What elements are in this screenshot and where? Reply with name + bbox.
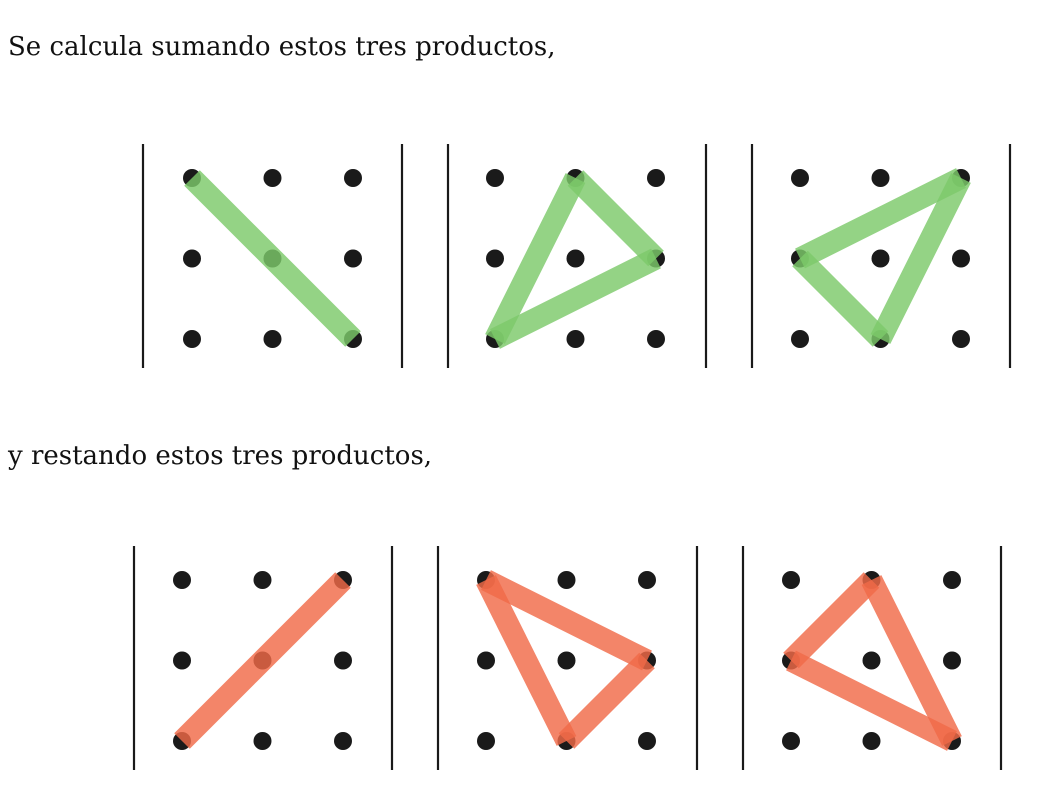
matrix-entry-dot — [344, 169, 362, 187]
intro-text-subtract: y restando estos tres productos, — [8, 441, 433, 471]
product-diagonal-band — [792, 250, 889, 347]
matrix-entry-dot — [486, 249, 504, 268]
matrix-entry-dot — [334, 732, 352, 750]
figure-sum-products — [0, 136, 1058, 376]
product-diagonal-band — [567, 170, 664, 267]
product-diagonal-band — [861, 575, 962, 746]
matrix-entry-dot — [871, 169, 890, 187]
intro-text-sum: Se calcula sumando estos tres productos, — [8, 32, 556, 62]
product-diagonal-band — [795, 168, 966, 269]
matrix-entry-dot — [782, 732, 800, 750]
matrix-entry-dot — [791, 330, 809, 348]
sum-products-diagram — [141, 144, 1012, 368]
product-diagonal-band — [558, 652, 655, 749]
matrix-entry-dot — [173, 571, 191, 589]
product-diagonal-band — [783, 572, 880, 669]
matrix-entry-dot — [782, 571, 800, 589]
matrix-entry-dot — [862, 732, 881, 750]
matrix-entry-dot — [871, 249, 890, 268]
product-diagonal-band — [786, 650, 957, 751]
matrix-entry-dot — [647, 330, 665, 348]
matrix-entry-dot — [952, 330, 970, 348]
matrix-entry-dot — [638, 732, 656, 750]
matrix-entry-dot — [173, 651, 191, 670]
matrix-entry-dot — [334, 651, 352, 670]
matrix-entry-dot — [862, 651, 881, 670]
product-diagonal-band — [485, 173, 586, 344]
matrix-entry-dot — [183, 249, 201, 268]
matrix-entry-dot — [566, 249, 585, 268]
matrix-entry-dot — [263, 169, 282, 187]
matrix-entry-dot — [952, 249, 970, 268]
matrix-entry-dot — [566, 330, 585, 348]
matrix-entry-dot — [638, 571, 656, 589]
product-diagonal-band — [490, 248, 661, 349]
product-diagonal-band — [870, 173, 971, 344]
product-diagonal-band — [174, 572, 351, 749]
product-diagonal-band — [481, 570, 652, 671]
matrix-entry-dot — [791, 169, 809, 187]
product-diagonal-band — [476, 575, 577, 746]
matrix-entry-dot — [183, 330, 201, 348]
matrix-entry-dot — [253, 732, 272, 750]
matrix-entry-dot — [943, 651, 961, 670]
matrix-entry-dot — [943, 571, 961, 589]
matrix-entry-dot — [486, 169, 504, 187]
matrix-entry-dot — [263, 330, 282, 348]
matrix-entry-dot — [344, 249, 362, 268]
matrix-entry-dot — [647, 169, 665, 187]
figure-subtract-products — [0, 538, 1058, 778]
product-diagonal-band — [184, 170, 361, 347]
matrix-entry-dot — [477, 732, 495, 750]
matrix-entry-dot — [253, 571, 272, 589]
matrix-entry-dot — [557, 571, 576, 589]
matrix-entry-dot — [557, 651, 576, 670]
subtract-products-diagram — [132, 546, 1003, 770]
matrix-entry-dot — [477, 651, 495, 670]
